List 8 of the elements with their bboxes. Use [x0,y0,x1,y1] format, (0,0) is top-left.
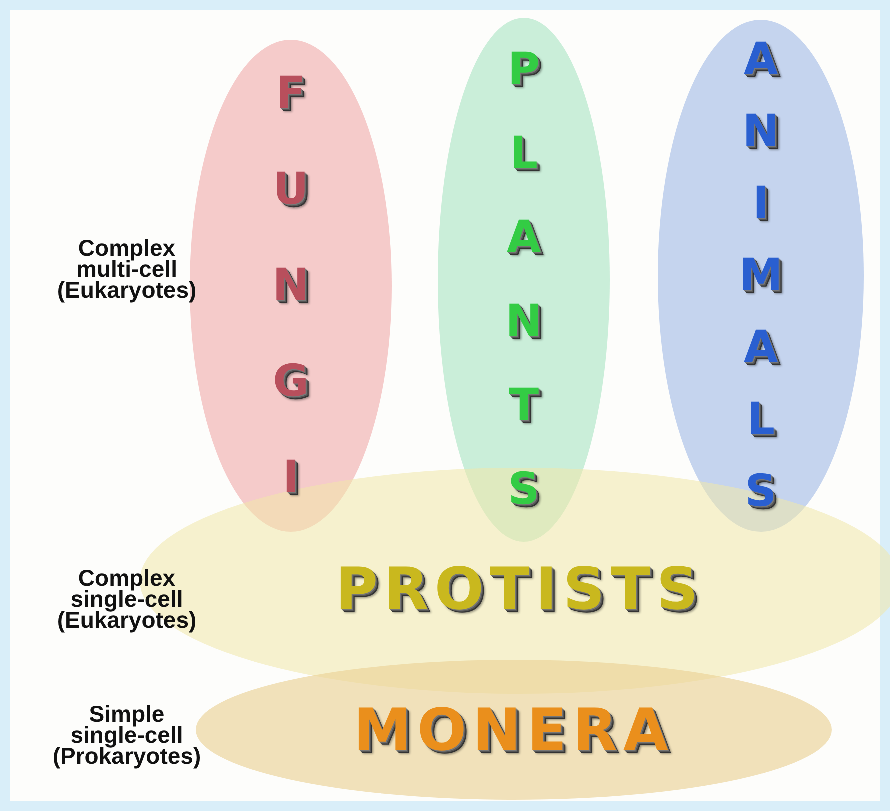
kingdom-name: ANIMALS [739,33,783,519]
kingdom-name: PLANTS [504,43,544,517]
level-label: Complex single-cell (Eukaryotes) [56,568,198,632]
level-label: Simple single-cell (Prokaryotes) [52,704,202,768]
kingdom-name: FUNGI [272,67,310,505]
kingdom-name: PROTISTS [336,555,704,623]
kingdom-name: MONERA [354,696,674,764]
level-label: Complex multi-cell (Eukaryotes) [56,238,198,302]
